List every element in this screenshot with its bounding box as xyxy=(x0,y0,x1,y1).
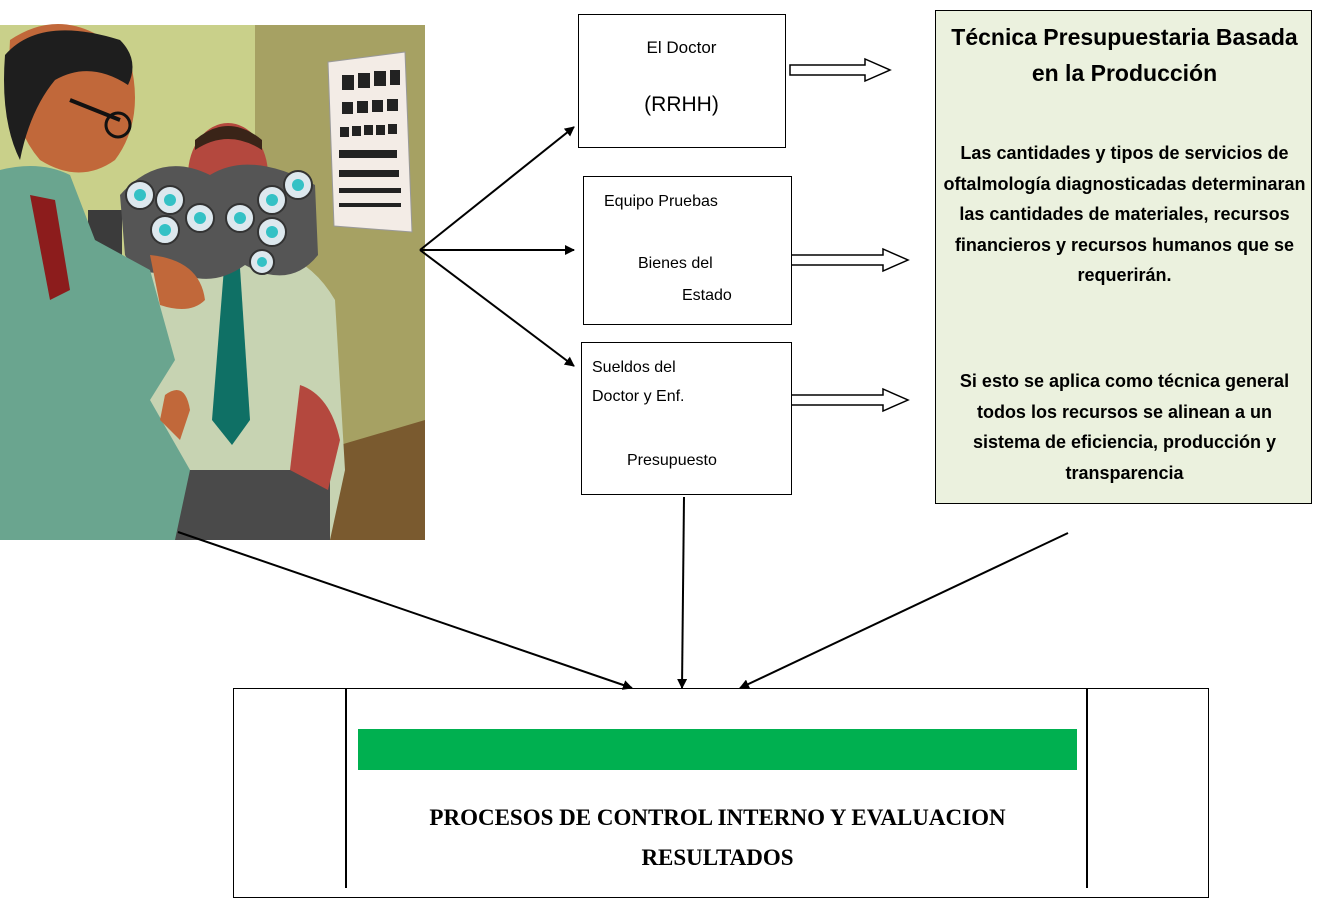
sueldos-line3: Presupuesto xyxy=(627,452,717,469)
eye-exam-illustration xyxy=(0,24,425,540)
tecnica-paragraph-2: Si esto se aplica como técnica general t… xyxy=(959,371,1290,483)
tecnica-paragraph-1: Las cantidades y tipos de servicios de o… xyxy=(943,143,1306,285)
arrow-illus-to-procesos xyxy=(177,531,633,690)
equipo-line1: Equipo Pruebas xyxy=(604,193,718,210)
eye-chart-icon xyxy=(327,51,413,233)
doctor-figure xyxy=(0,24,205,540)
doctor-line1: El Doctor xyxy=(646,38,717,57)
hollow-arrow-doctor xyxy=(789,57,892,83)
doctor-line2: (RRHH) xyxy=(644,93,719,116)
arrow-to-sueldos xyxy=(419,249,575,367)
tecnica-box: Técnica Presupuestaria Basada en la Prod… xyxy=(935,10,1312,504)
procesos-title: PROCESOS DE CONTROL INTERNO Y EVALUACION… xyxy=(429,805,1006,870)
arrow-tecnica-to-procesos xyxy=(739,532,1069,689)
procesos-green-bar xyxy=(358,729,1077,770)
tecnica-title: Técnica Presupuestaria Basada en la Prod… xyxy=(951,24,1298,86)
sueldos-line2: Doctor y Enf. xyxy=(592,388,685,405)
hollow-arrow-equipo xyxy=(789,247,910,273)
procesos-divider-left xyxy=(345,688,347,888)
procesos-divider-right xyxy=(1086,688,1088,888)
equipo-line3: Estado xyxy=(682,287,732,304)
doctor-box: El Doctor (RRHH) xyxy=(578,14,786,148)
sueldos-line1: Sueldos del xyxy=(592,359,676,376)
arrow-sueldos-to-procesos xyxy=(677,496,688,689)
equipo-line2: Bienes del xyxy=(638,255,713,272)
equipo-box: Equipo Pruebas Bienes del Estado xyxy=(583,176,792,325)
hollow-arrow-sueldos xyxy=(789,387,910,413)
arrow-to-doctor xyxy=(419,126,575,251)
sueldos-box: Sueldos del Doctor y Enf. Presupuesto xyxy=(581,342,792,495)
